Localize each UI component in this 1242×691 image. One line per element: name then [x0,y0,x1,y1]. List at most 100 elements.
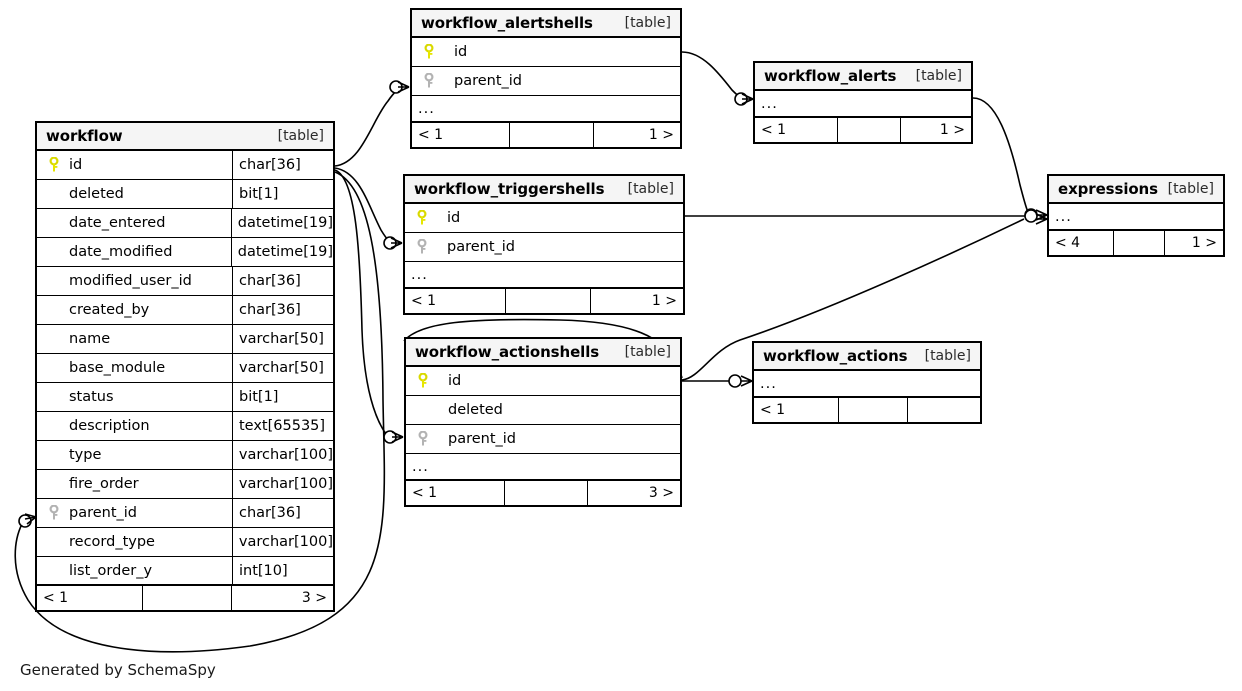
column-name-cell: parent_id [37,499,232,527]
table-row[interactable]: id [405,204,683,233]
column-type-cell: text[65535] [232,412,333,440]
table-workflow-actions[interactable]: workflow_actions [table] ... < 1 [752,341,982,424]
table-row[interactable]: date_modified datetime[19] [37,238,333,267]
column-label: id [448,373,462,389]
table-row[interactable]: name varchar[50] [37,325,333,354]
column-name-cell: parent_id [412,67,680,95]
table-footer-workflow-actions: < 1 [754,398,980,422]
column-type-cell: char[36] [232,151,333,179]
edge-endpoint-circle [1024,208,1038,222]
edge-workflow-to-alertshells [334,88,399,167]
table-row[interactable]: id [406,367,680,396]
column-name-cell: record_type [37,528,232,556]
table-row[interactable]: type varchar[100] [37,441,333,470]
edge-arrow-alerts [741,93,754,105]
table-row[interactable]: description text[65535] [37,412,333,441]
footer-children-count: 3 > [301,590,327,606]
column-label: type [69,447,102,463]
table-workflow-actionshells[interactable]: workflow_actionshells [table] id deleted [404,337,682,507]
table-row[interactable]: parent_id [405,233,683,262]
table-footer-expressions: < 4 1 > [1049,231,1223,255]
table-header-workflow-triggershells: workflow_triggershells [table] [405,176,683,204]
column-type-cell: bit[1] [232,180,333,208]
table-row[interactable]: created_by char[36] [37,296,333,325]
foreign-key-icon [412,431,434,447]
edge-alerts-to-expressions [972,97,1029,213]
table-workflow-alertshells[interactable]: workflow_alertshells [table] id parent_i… [410,8,682,149]
column-name-cell: id [37,151,232,179]
column-name-cell: status [37,383,232,411]
primary-key-icon [412,373,434,389]
table-row[interactable]: parent_id [406,425,680,454]
table-row[interactable]: modified_user_id char[36] [37,267,333,296]
column-label: status [69,389,114,405]
table-row[interactable]: id [412,38,680,67]
primary-key-icon [418,44,440,60]
foreign-key-icon [43,505,65,521]
column-name-cell: date_modified [37,238,231,266]
table-header-workflow-alertshells: workflow_alertshells [table] [412,10,680,38]
column-label: date_entered [69,215,166,231]
column-name-cell: type [37,441,232,469]
foreign-key-icon [411,239,433,255]
table-row[interactable]: deleted [406,396,680,425]
column-label: created_by [69,302,150,318]
column-type-cell: char[36] [232,267,333,295]
table-expressions[interactable]: expressions [table] ... < 4 1 > [1047,174,1225,257]
column-label: modified_user_id [69,273,192,289]
footer-middle-cell [838,398,908,422]
more-columns-ellipsis: ... [412,96,680,123]
table-header-workflow-alerts: workflow_alerts [table] [755,63,971,91]
table-workflow[interactable]: workflow [table] id char[36] deleted bit… [35,121,335,612]
table-row[interactable]: record_type varchar[100] [37,528,333,557]
table-row[interactable]: status bit[1] [37,383,333,412]
table-workflow-alerts[interactable]: workflow_alerts [table] ... < 1 1 > [753,61,973,144]
column-name-cell: parent_id [405,233,683,261]
table-footer-workflow-triggershells: < 1 1 > [405,289,683,313]
column-label: parent_id [69,505,138,521]
edge-endpoint-circle [383,236,397,250]
column-label: list_order_y [69,562,153,579]
column-type-cell: char[36] [232,296,333,324]
edge-arrow-actionshells [391,431,404,443]
table-row[interactable]: deleted bit[1] [37,180,333,209]
column-label: record_type [69,534,155,550]
footer-children-count: 1 > [939,122,965,138]
edge-workflow-to-triggershells [334,167,390,242]
foreign-key-icon [418,73,440,89]
edge-endpoint-circle [728,374,742,388]
edge-endpoint-circle [18,514,32,528]
footer-middle-cell [504,481,588,505]
primary-key-icon [411,210,433,226]
column-type-cell: varchar[50] [232,354,333,382]
table-row[interactable]: base_module varchar[50] [37,354,333,383]
edge-workflow-to-actionshells [334,169,387,435]
table-header-expressions: expressions [table] [1049,176,1223,204]
table-title: workflow_alerts [764,67,897,85]
table-header-workflow-actionshells: workflow_actionshells [table] [406,339,680,367]
table-type-tag: [table] [915,68,962,84]
footer-middle-cell [1113,231,1165,255]
footer-parents-count: < 1 [411,293,437,309]
column-name-cell: name [37,325,232,353]
more-columns-ellipsis: ... [754,371,980,398]
table-row[interactable]: date_entered datetime[19] [37,209,333,238]
column-label: deleted [69,186,124,202]
table-row[interactable]: parent_id [412,67,680,96]
more-columns-ellipsis: ... [406,454,680,481]
table-row[interactable]: fire_order varchar[100] [37,470,333,499]
column-type-cell: varchar[100] [231,528,333,556]
column-type-cell: int[10] [232,557,333,584]
column-label: parent_id [454,73,523,89]
column-label: id [69,157,83,173]
footer-parents-count: < 1 [761,122,787,138]
table-row[interactable]: list_order_y int[10] [37,557,333,586]
table-row[interactable]: id char[36] [37,151,333,180]
table-workflow-triggershells[interactable]: workflow_triggershells [table] id parent… [403,174,685,315]
column-type-cell: varchar[100] [231,470,333,498]
table-title: workflow_alertshells [421,14,593,32]
table-footer-workflow-alerts: < 1 1 > [755,118,971,142]
table-row[interactable]: parent_id char[36] [37,499,333,528]
footer-children-count: 3 > [648,485,674,501]
column-name-cell: base_module [37,354,232,382]
